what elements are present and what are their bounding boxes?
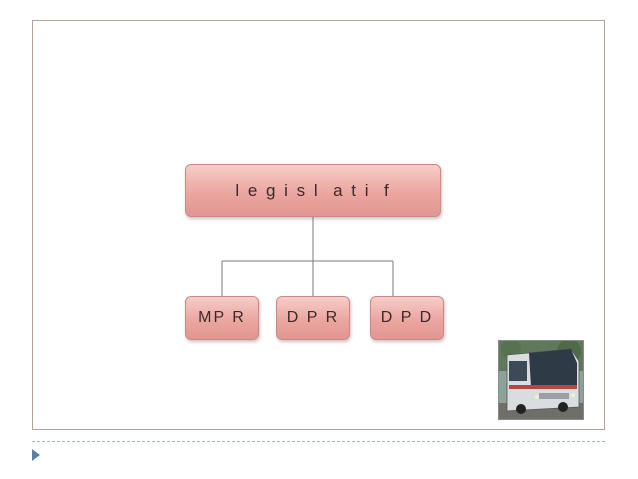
- node-mpr: MP R: [185, 296, 259, 340]
- node-mpr-label: MP R: [198, 309, 246, 326]
- node-dpd-label: D P D: [380, 309, 434, 326]
- bus-photo: [498, 340, 584, 420]
- triangle-bullet-icon: [32, 449, 40, 461]
- node-dpr-label: D P R: [286, 309, 340, 326]
- node-dpr: D P R: [276, 296, 350, 340]
- node-legislatif: l e g i s l a t i f: [185, 164, 441, 217]
- node-legislatif-label: l e g i s l a t i f: [235, 180, 391, 200]
- footer-divider: [32, 441, 605, 442]
- node-dpd: D P D: [370, 296, 444, 340]
